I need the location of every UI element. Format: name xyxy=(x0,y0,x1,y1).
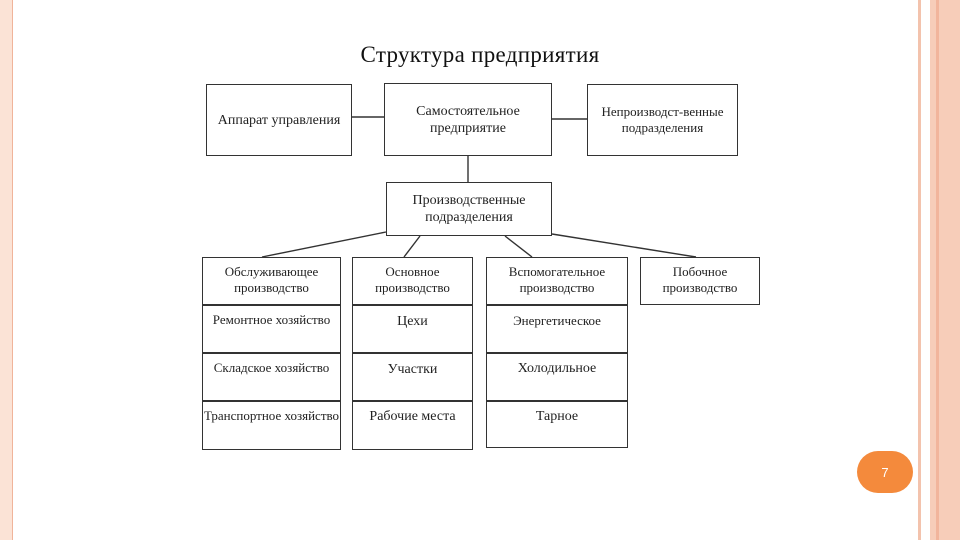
col3-item-1: Энергетическое xyxy=(486,305,628,353)
box-label: Цехи xyxy=(397,314,428,329)
col1-item-3: Транспортное хозяйство xyxy=(202,401,341,450)
connector-middle-col3 xyxy=(504,235,533,258)
box-label: Холодильное xyxy=(517,361,597,376)
box-label: Обслуживающее производство xyxy=(224,264,319,295)
col3-header: Вспомогательное производство xyxy=(486,257,628,305)
box-label: Энергетическое xyxy=(513,313,601,328)
box-samostoyatelnoe-predpriyatie: Самостоятельное предприятие xyxy=(384,83,552,156)
col2-item-1: Цехи xyxy=(352,305,473,353)
col1-item-1: Ремонтное хозяйство xyxy=(202,305,341,353)
box-label: Транспортное хозяйство xyxy=(203,408,340,423)
connector-middle-col1 xyxy=(261,231,387,258)
slide-frame-left xyxy=(0,0,13,540)
box-label: Производственные подразделения xyxy=(412,193,526,225)
col2-item-3: Рабочие места xyxy=(352,401,473,450)
col1-item-2: Складское хозяйство xyxy=(202,353,341,401)
box-label: Ремонтное хозяйство xyxy=(212,312,331,327)
slide-frame-right xyxy=(930,0,960,540)
box-label: Складское хозяйство xyxy=(213,360,330,375)
box-apparat-upravleniya: Аппарат управления xyxy=(206,84,352,156)
box-label: Рабочие места xyxy=(369,409,456,424)
page-number-badge: 7 xyxy=(857,451,913,493)
col2-header: Основное производство xyxy=(352,257,473,305)
box-label: Участки xyxy=(387,362,438,377)
slide-frame-right-line xyxy=(936,0,939,540)
box-label: Тарное xyxy=(535,409,579,424)
box-label: Основное производство xyxy=(375,264,450,295)
box-label: Вспомогательное производство xyxy=(508,264,606,295)
box-label: Непроизводст-венные подразделения xyxy=(601,104,724,135)
connector-middle-col2 xyxy=(403,235,421,258)
col1-header: Обслуживающее производство xyxy=(202,257,341,305)
col3-item-3: Тарное xyxy=(486,401,628,448)
slide-title: Структура предприятия xyxy=(360,42,600,67)
box-neproizvodstvennye-podrazdeleniya: Непроизводст-венные подразделения xyxy=(587,84,738,156)
box-label: Побочное производство xyxy=(662,264,738,295)
col3-item-2: Холодильное xyxy=(486,353,628,401)
col4-header: Побочное производство xyxy=(640,257,760,305)
box-proizvodstvennye-podrazdeleniya: Производственные подразделения xyxy=(386,182,552,236)
box-label: Самостоятельное предприятие xyxy=(416,103,520,136)
box-label: Аппарат управления xyxy=(217,112,341,128)
connector-middle-col4 xyxy=(551,233,697,258)
col2-item-2: Участки xyxy=(352,353,473,401)
slide-frame-right-inner xyxy=(918,0,921,540)
